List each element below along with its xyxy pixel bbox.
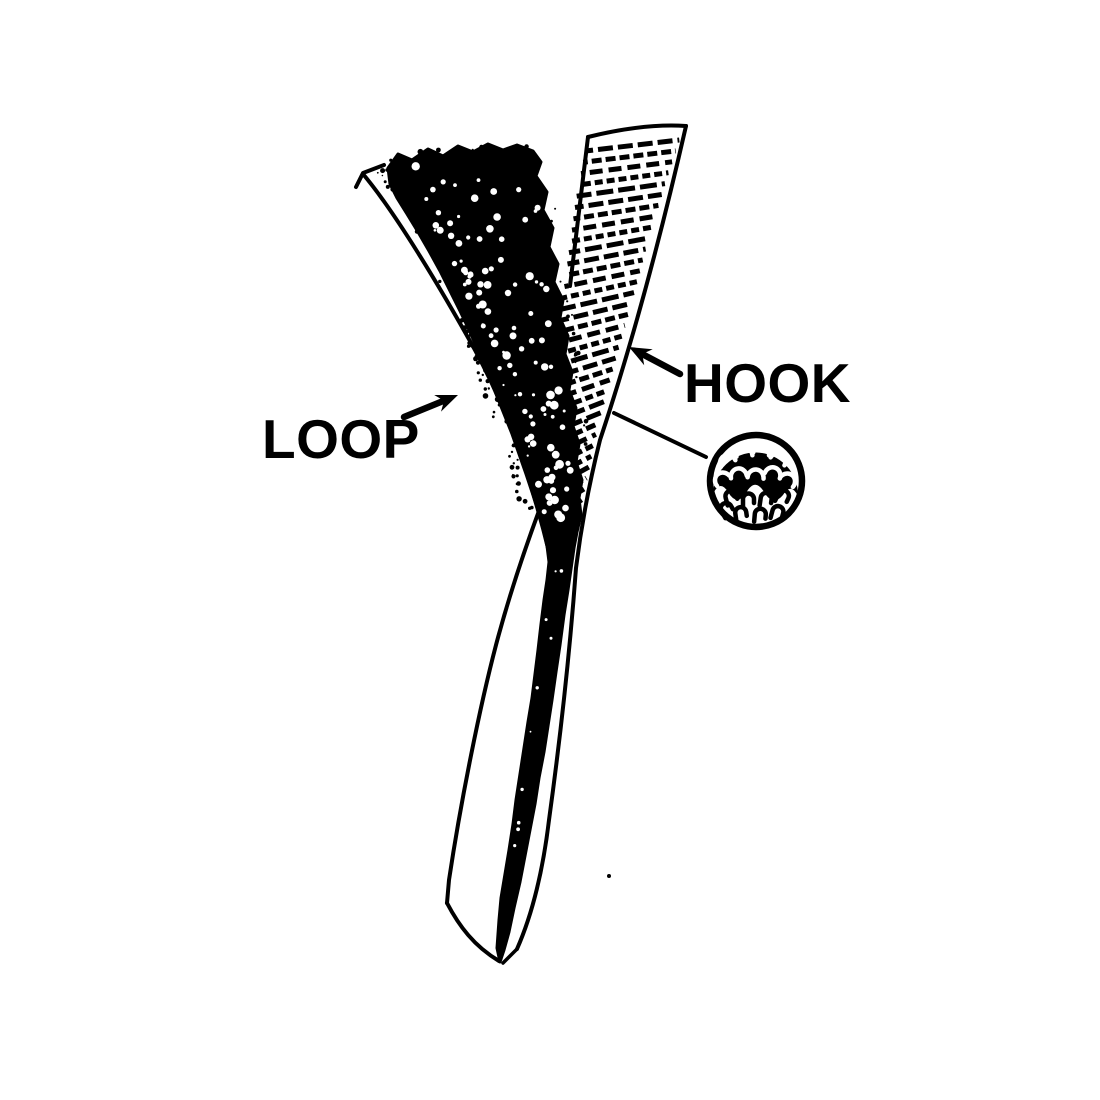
hook-strip-top-edge <box>586 123 688 139</box>
loop-strip-lower-edge <box>445 498 545 905</box>
hook-strip-tip <box>501 947 519 965</box>
loop-label: LOOP <box>262 408 420 470</box>
inset-hook-mass <box>713 452 799 501</box>
magnified-hooks <box>712 443 798 524</box>
loop-strip-pile <box>376 142 589 964</box>
hook-label: HOOK <box>684 352 851 414</box>
pile-speckles <box>376 144 589 848</box>
loop-arrow <box>400 395 458 421</box>
loop-strip-upper-edge <box>361 172 551 554</box>
hook-detail-inset <box>706 431 806 531</box>
hook-arrow <box>629 347 684 378</box>
leader-line <box>612 411 708 459</box>
loop-strip <box>354 163 551 963</box>
ink-speck <box>607 874 611 878</box>
loop-pile-mass <box>386 142 584 964</box>
loop-strip-bottom-edge <box>445 901 501 963</box>
hook-strip-left-edge <box>568 135 590 288</box>
hook-strip-right-edge <box>515 124 688 951</box>
